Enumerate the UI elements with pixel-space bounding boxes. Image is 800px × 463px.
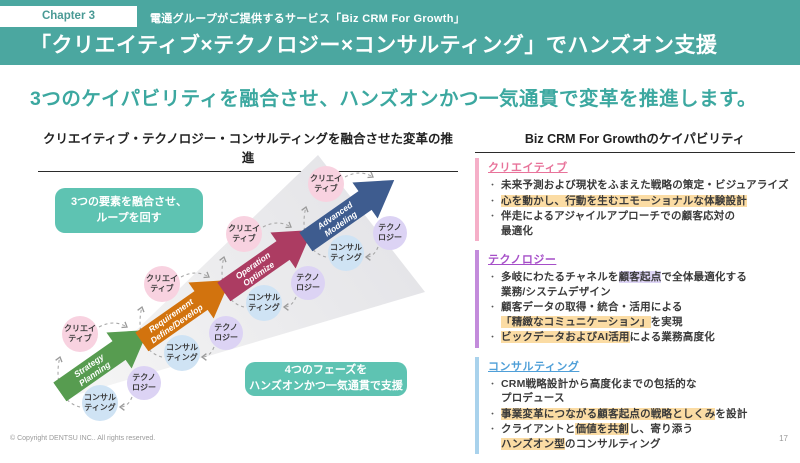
bullet-dot: ・ (488, 302, 498, 312)
capability-section-consulting: コンサルティング ・ CRM戦略設計から高度化までの包括的な プロデュース ・ … (475, 356, 795, 454)
capabilities-panel: Biz CRM For Growthのケイパビリティ クリエイティブ ・ 未来予… (475, 128, 795, 463)
bullet-dot: ・ (488, 378, 498, 389)
list-item: ・ 事業変革につながる顧客起点の戦略としくみを設計 (488, 407, 795, 422)
bullet-dot: ・ (488, 408, 498, 419)
slide-title: 「クリエイティブ×テクノロジー×コンサルティング」でハンズオン支援 (30, 34, 718, 57)
bubble-technology: テクノ ロジー (209, 316, 243, 350)
capability-section-title: テクノロジー (488, 254, 557, 266)
capability-section-title: クリエイティブ (488, 162, 568, 174)
list-item: ・ 心を動かし、行動を生むエモーショナルな体験設計 (488, 194, 795, 209)
bullet-dot: ・ (488, 272, 498, 282)
list-item: ・ クライアントと価値を共創し、寄り添う ハンズオン型のコンサルティング (488, 422, 795, 451)
bullet-text: ビックデータおよびAI活用による業務高度化 (501, 331, 715, 343)
bullet-dot: ・ (488, 180, 498, 190)
list-item: ・ CRM戦略設計から高度化までの包括的な プロデュース (488, 377, 795, 406)
bullet-dot: ・ (488, 424, 498, 434)
top-banner: Chapter 3 電通グループがご提供するサービス「Biz CRM For G… (0, 0, 800, 65)
bullet-text: 未来予測および現状をふまえた戦略の策定・ビジュアライズ (501, 179, 789, 191)
capabilities-panel-title: Biz CRM For Growthのケイパビリティ (475, 128, 795, 153)
bubble-consulting: コンサル ティング (164, 335, 200, 371)
bubble-consulting: コンサル ティング (328, 235, 364, 271)
bullet-text: CRM戦略設計から高度化までの包括的な プロデュース (501, 377, 697, 405)
capability-sections: クリエイティブ ・ 未来予測および現状をふまえた戦略の策定・ビジュアライズ ・ … (475, 158, 795, 454)
diagram-panel: クリエイティブ・テクノロジー・コンサルティングを融合させた変革の推進 (38, 128, 458, 172)
list-item: ・ 顧客データの取得・統合・活用による 「精緻なコミュニケーション」を実現 (488, 300, 795, 329)
diagram-panel-title: クリエイティブ・テクノロジー・コンサルティングを融合させた変革の推進 (38, 128, 458, 172)
bullet-text: クライアントと価値を共創し、寄り添う ハンズオン型のコンサルティング (501, 423, 694, 450)
capability-section-technology: テクノロジー ・ 多岐にわたるチャネルを顧客起点で全体最適化する 業務/システム… (475, 250, 795, 348)
callout-phases: 4つのフェーズを ハンズオンかつ一気通貫で支援 (245, 362, 407, 396)
copyright-text: © Copyright DENTSU INC.. All rights rese… (10, 435, 156, 442)
lead-message: 3つのケイパビリティを融合させ、ハンズオンかつ一気通貫で変革を推進します。 (30, 88, 758, 110)
bullet-text: 多岐にわたるチャネルを顧客起点で全体最適化する 業務/システムデザイン (501, 271, 748, 298)
bullet-dot: ・ (488, 195, 498, 206)
page-number: 17 (779, 434, 788, 443)
bullet-text: 伴走によるアジャイルアプローチでの顧客応対の 最適化 (501, 210, 736, 237)
bubble-creative: クリエイ ティブ (144, 266, 180, 302)
capability-section-creative: クリエイティブ ・ 未来予測および現状をふまえた戦略の策定・ビジュアライズ ・ … (475, 158, 795, 241)
bubble-technology: テクノ ロジー (291, 266, 325, 300)
bullet-dot: ・ (488, 211, 498, 221)
bubble-creative: クリエイ ティブ (308, 166, 344, 202)
bubble-consulting: コンサル ティング (246, 285, 282, 321)
service-label: 電通グループがご提供するサービス「Biz CRM For Growth」 (150, 13, 466, 25)
transformation-diagram: Strategy Planning Requirement Define/Dev… (38, 148, 465, 430)
bullet-text: 心を動かし、行動を生むエモーショナルな体験設計 (501, 194, 747, 207)
chapter-badge: Chapter 3 (0, 6, 137, 27)
list-item: ・ 多岐にわたるチャネルを顧客起点で全体最適化する 業務/システムデザイン (488, 270, 795, 299)
bubble-consulting: コンサル ティング (82, 385, 118, 421)
bullet-dot: ・ (488, 332, 498, 342)
bubble-technology: テクノ ロジー (127, 366, 161, 400)
callout-loop: 3つの要素を融合させ、 ループを回す (55, 188, 203, 233)
bubble-creative: クリエイ ティブ (226, 216, 262, 252)
bubble-creative: クリエイ ティブ (62, 316, 98, 352)
list-item: ・ 未来予測および現状をふまえた戦略の策定・ビジュアライズ (488, 178, 795, 193)
capability-section-title: コンサルティング (488, 360, 580, 373)
list-item: ・ 伴走によるアジャイルアプローチでの顧客応対の 最適化 (488, 209, 795, 238)
bullet-text: 顧客データの取得・統合・活用による 「精緻なコミュニケーション」を実現 (501, 301, 683, 328)
list-item: ・ ビックデータおよびAI活用による業務高度化 (488, 330, 795, 345)
bullet-text: 事業変革につながる顧客起点の戦略としくみを設計 (501, 407, 748, 420)
bubble-technology: テクノ ロジー (373, 216, 407, 250)
